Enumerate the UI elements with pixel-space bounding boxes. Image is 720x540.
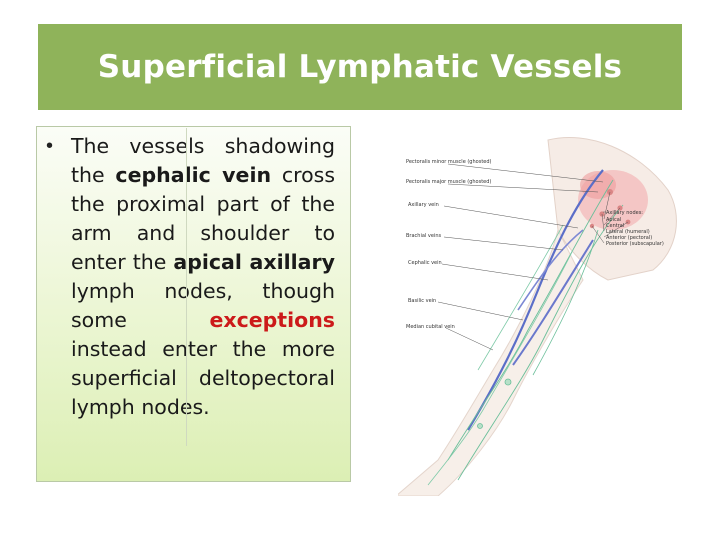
label-apical: Apical [606,217,621,223]
label-posterior: Posterior (subscapular) [606,241,664,247]
term-apical-axillary: apical axillary [173,250,335,274]
arm-shape [394,228,584,497]
cephalic-vein [467,169,604,431]
label-pectoralis-minor: Pectoralis minor muscle (ghosted) [406,159,492,165]
lymph-vessel [427,249,574,486]
lymph-vessel [477,224,564,371]
text-part: instead enter the more superficial delto… [71,337,335,419]
brachial-vein [517,229,584,311]
basilic-vein [512,239,594,366]
label-anterior: Anterior (pectoral) [606,235,652,241]
label-axillary-nodes: Axillary nodes: [606,210,643,216]
lymph-vessel [532,229,599,376]
illustration-svg: Pectoralis minor muscle (ghosted) Pector… [394,136,677,497]
label-median-cubital-vein: Median cubital vein [406,324,455,330]
term-exceptions: exceptions [209,308,335,332]
label-lateral: Lateral (humeral) [606,229,650,235]
divider-line [186,128,187,446]
lymph-node [504,378,512,386]
text-part: lymph nodes, though some [71,279,335,332]
label-cephalic-vein: Cephalic vein [408,260,442,266]
text-part: The vessels shadowing the [71,134,335,187]
arm-lymphatic-illustration: Pectoralis minor muscle (ghosted) Pector… [394,130,698,497]
right-leader-lines [591,191,629,244]
label-axillary-vein: Axillary vein [408,202,439,208]
term-cephalic-vein: cephalic vein [115,163,272,187]
label-central: Central [606,223,624,229]
lymph-node [477,423,483,429]
left-leader-lines [437,163,604,351]
text-part: cross the proximal part of the arm and s… [71,163,336,274]
slide-title: Superficial Lymphatic Vessels [97,49,623,85]
title-banner: Superficial Lymphatic Vessels [38,24,682,110]
bullet-text: The vessels shadowing the cephalic vein … [71,132,335,422]
text-panel: • The vessels shadowing the cephalic vei… [36,126,351,482]
label-brachial-veins: Brachial veins [406,233,441,239]
label-basilic-vein: Basilic vein [408,298,436,304]
lymph-vessel [447,179,614,461]
bullet-marker: • [46,135,54,157]
lymph-vessel [457,204,624,481]
label-pectoralis-major: Pectoralis major muscle (ghosted) [406,179,491,185]
